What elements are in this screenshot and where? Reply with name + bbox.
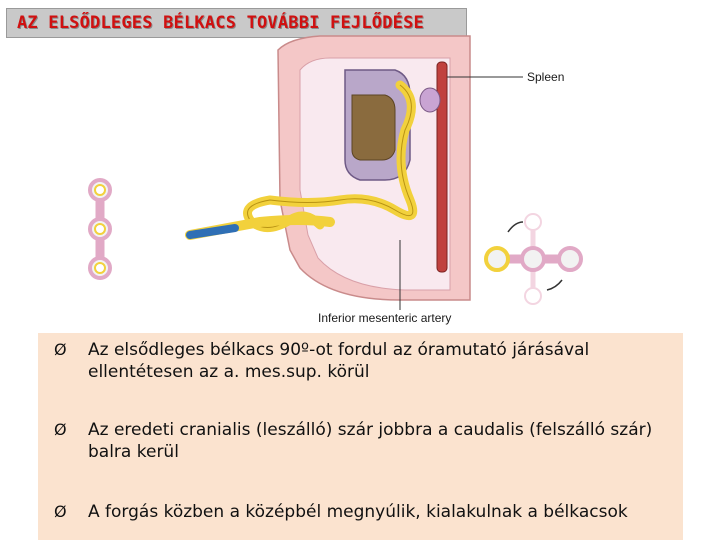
right-ring-bottom (525, 288, 541, 304)
arrow-bullet-icon: Ø (54, 419, 67, 441)
bullet-text: A forgás közben a középbél megnyúlik, ki… (88, 501, 675, 523)
bullet-text: Az elsődleges bélkacs 90º-ot fordul az ó… (88, 339, 675, 383)
arrow-bullet-icon: Ø (54, 501, 67, 523)
bullet-item: Ø Az eredeti cranialis (leszálló) szár j… (54, 419, 675, 463)
artery-label: Inferior mesenteric artery (318, 311, 451, 325)
rotation-arrow-top (508, 222, 523, 232)
right-ring-left (486, 248, 508, 270)
embryo-illustration (0, 0, 720, 335)
left-ring-mid-inner (95, 224, 105, 234)
text-panel: Ø Az elsődleges bélkacs 90º-ot fordul az… (38, 333, 683, 540)
bullet-text: Az eredeti cranialis (leszálló) szár job… (88, 419, 675, 463)
right-ring-right (559, 248, 581, 270)
rotation-arrow-bottom (547, 280, 562, 290)
liver (352, 95, 395, 160)
arrow-bullet-icon: Ø (54, 339, 67, 361)
left-ring-bot-inner (95, 263, 105, 273)
right-ring-top (525, 214, 541, 230)
left-ring-top-inner (95, 185, 105, 195)
spleen-label: Spleen (527, 70, 564, 84)
bullet-item: Ø A forgás közben a középbél megnyúlik, … (54, 501, 675, 523)
right-ring-center (522, 248, 544, 270)
spleen (420, 88, 440, 112)
bullet-item: Ø Az elsődleges bélkacs 90º-ot fordul az… (54, 339, 675, 383)
